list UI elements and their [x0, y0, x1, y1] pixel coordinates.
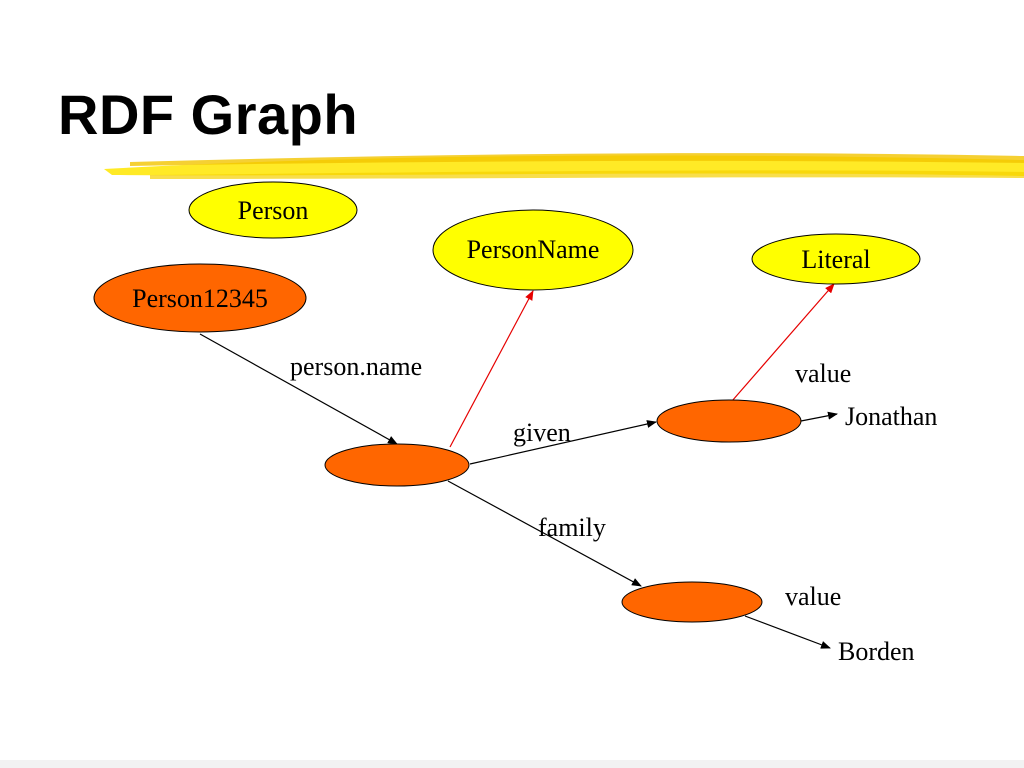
label-given: given	[513, 418, 571, 447]
node-literal	[751, 233, 921, 285]
node-person12345	[93, 263, 307, 333]
node-person12345-label: Person12345	[132, 284, 268, 313]
literal-jonathan: Jonathan	[845, 402, 937, 431]
node-blank-name	[324, 443, 470, 487]
node-blank-family	[621, 581, 763, 623]
node-personname-label: PersonName	[467, 235, 600, 264]
literal-borden: Borden	[838, 637, 915, 666]
edge-value-given	[800, 411, 838, 422]
edge-person-name-property	[199, 333, 398, 445]
title-highlighter-stroke	[104, 153, 1024, 179]
node-person-label: Person	[238, 196, 309, 225]
label-value-given: value	[795, 359, 851, 388]
edge-type-personname	[449, 290, 534, 448]
label-family: family	[538, 513, 606, 542]
node-personname	[432, 209, 634, 291]
node-literal-label: Literal	[801, 245, 870, 274]
label-value-family: value	[785, 582, 841, 611]
node-person	[188, 181, 358, 239]
label-person-name: person.name	[290, 352, 422, 381]
edge-type-literal	[731, 283, 835, 402]
node-blank-given	[656, 399, 802, 443]
edge-family	[447, 480, 642, 587]
edge-given	[469, 420, 657, 465]
slide-footer-band	[0, 760, 1024, 768]
edge-value-family	[744, 615, 831, 649]
slide-title: RDF Graph	[58, 83, 359, 146]
